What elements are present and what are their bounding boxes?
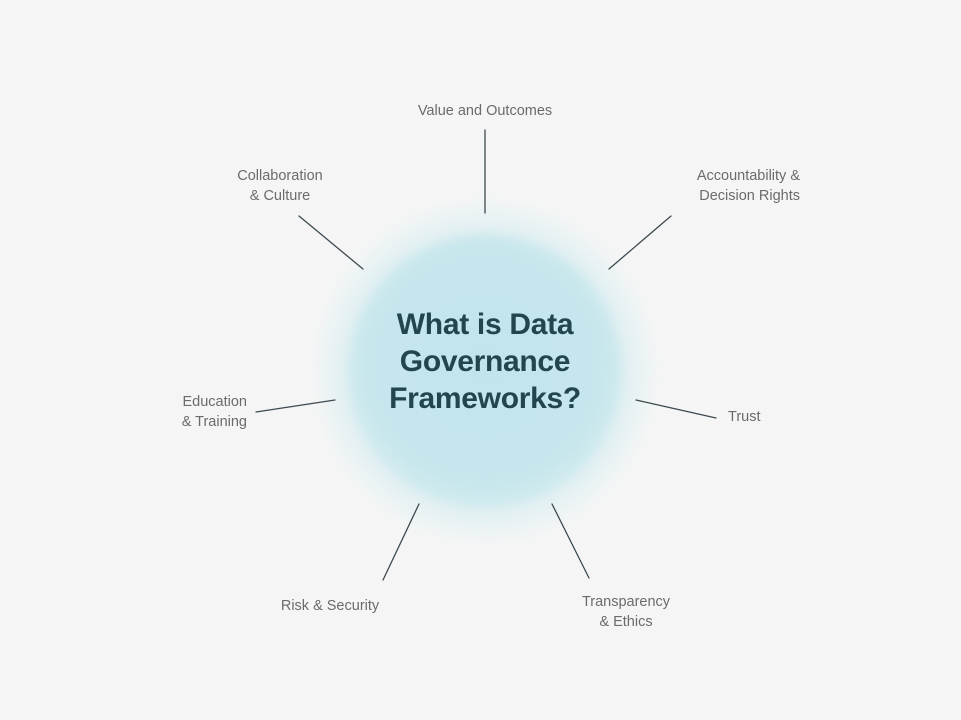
connector-line-education-and-training (255, 399, 336, 413)
connector-line-risk-and-security (382, 503, 420, 581)
connector-line-transparency-and-ethics (551, 503, 590, 579)
node-label-risk-and-security: Risk & Security (280, 598, 380, 614)
hub-inner-circle (349, 235, 621, 507)
connector-line-collaboration-and-culture (298, 215, 364, 270)
node-label-accountability-and-decision-rights: Accountability & Decision Rights (696, 168, 800, 204)
node-label-value-and-outcomes: Value and Outcomes (417, 103, 553, 119)
node-label-education-and-training: Education & Training (181, 394, 247, 430)
node-label-transparency-and-ethics: Transparency & Ethics (581, 594, 671, 630)
connector-line-accountability-and-decision-rights (608, 215, 672, 270)
connector-lines (255, 129, 717, 581)
connector-line-trust (635, 399, 717, 419)
node-label-trust: Trust (728, 409, 761, 425)
hub-title: What is Data Governance Frameworks? (389, 308, 581, 415)
node-label-collaboration-and-culture: Collaboration & Culture (237, 168, 323, 204)
